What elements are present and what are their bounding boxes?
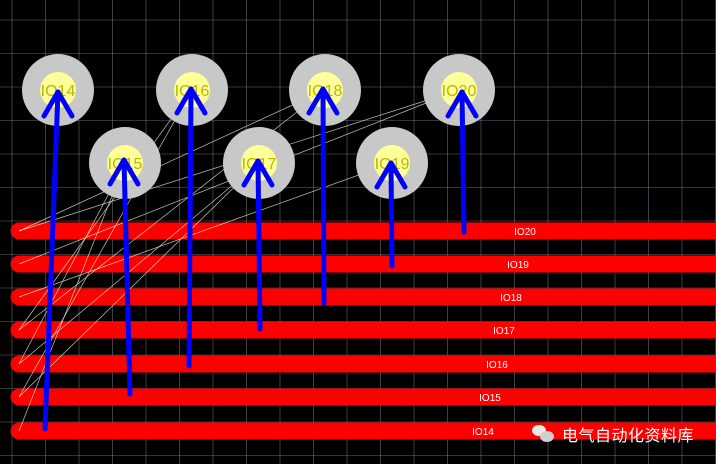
ratsnest-line xyxy=(18,162,260,398)
arrow-shaft xyxy=(121,157,133,397)
trace-label: IO17 xyxy=(493,326,515,337)
arrow-head xyxy=(41,89,75,119)
arrow-head xyxy=(374,160,408,190)
trace-label: IO20 xyxy=(514,227,536,238)
ratsnest-line xyxy=(18,162,260,365)
arrow-shaft xyxy=(388,160,395,269)
pad-label: IO20 xyxy=(442,83,477,100)
watermark: 电气自动化资料库 xyxy=(531,422,694,446)
watermark-text: 电气自动化资料库 xyxy=(561,426,694,445)
ratsnest-line xyxy=(18,89,326,331)
ratsnest-line xyxy=(18,162,126,365)
arrows-layer xyxy=(41,86,479,432)
arrow-head xyxy=(107,157,141,187)
ratsnest-line xyxy=(18,89,193,331)
trace-label: IO16 xyxy=(486,360,508,371)
arrow-shaft xyxy=(42,89,61,432)
arrow-head xyxy=(241,158,275,188)
trace-label: IO18 xyxy=(500,293,522,304)
wechat-icon xyxy=(531,423,554,445)
arrow-head xyxy=(445,89,479,119)
arrow-head xyxy=(174,86,208,116)
arrow-head xyxy=(306,86,340,116)
ratsnest-line xyxy=(18,89,326,232)
arrow-shaft xyxy=(459,89,467,235)
arrow-shaft xyxy=(186,86,194,369)
trace-label: IO19 xyxy=(507,260,529,271)
arrow-shaft xyxy=(255,158,263,332)
trace-label: IO14 xyxy=(472,427,494,438)
arrow-shaft xyxy=(320,86,327,306)
trace-label: IO15 xyxy=(479,393,501,404)
ratsnest-line xyxy=(18,162,393,298)
